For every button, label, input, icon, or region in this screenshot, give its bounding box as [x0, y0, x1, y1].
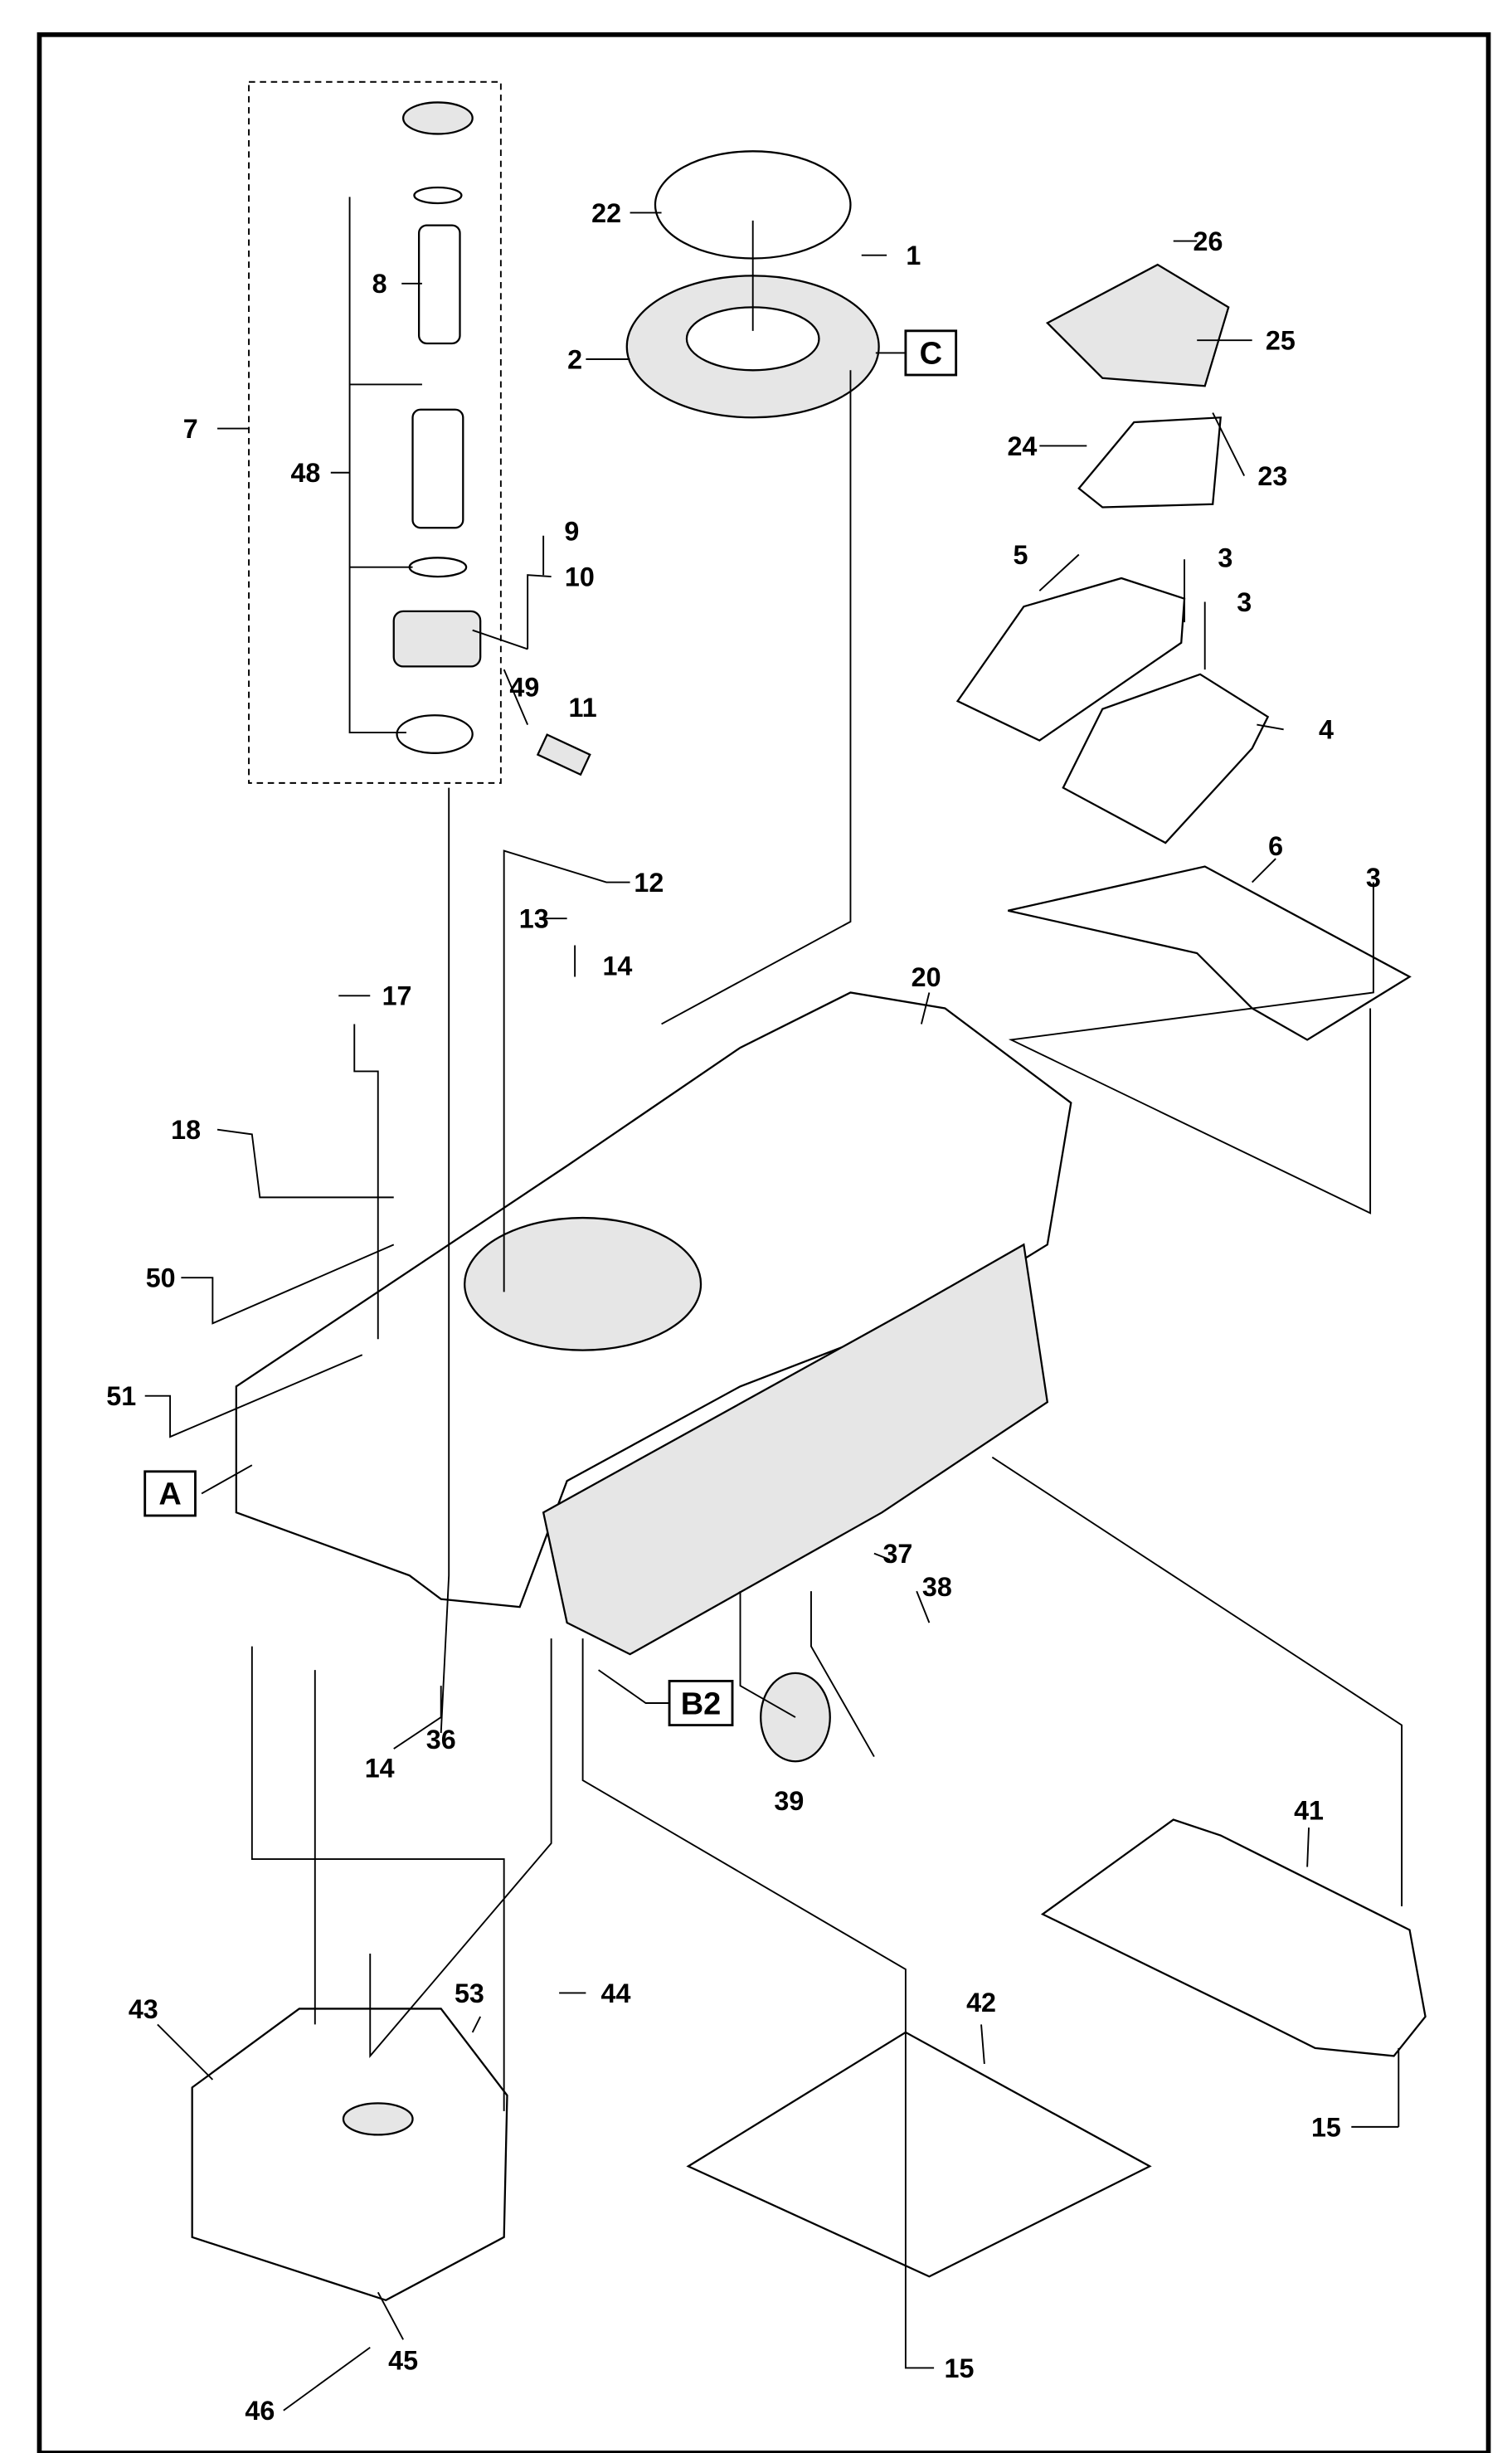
callout-14: 14	[602, 952, 632, 981]
plate-6	[1008, 865, 1412, 1041]
callout-42: 42	[966, 1988, 996, 2017]
callout-10: 10	[565, 562, 595, 591]
leader-lines	[144, 197, 1403, 2412]
view-marker-C: C	[920, 337, 942, 372]
frame-slew-opening	[464, 1216, 703, 1351]
filter-8	[417, 224, 461, 345]
callout-48: 48	[290, 458, 320, 488]
callout-14: 14	[365, 1753, 395, 1783]
callout-23: 23	[1257, 461, 1287, 491]
callout-18: 18	[171, 1115, 201, 1145]
fuel-pump-assembly-group-box	[248, 80, 502, 784]
view-marker-box	[668, 1679, 734, 1727]
callout-43: 43	[129, 1994, 158, 2024]
callout-36: 36	[426, 1725, 456, 1755]
callout-26: 26	[1194, 226, 1223, 256]
callout-22: 22	[591, 198, 621, 228]
callout-3: 3	[1237, 587, 1252, 617]
filter-element	[411, 408, 464, 529]
callout-44: 44	[601, 1978, 631, 2008]
sensor-11	[536, 733, 591, 776]
callout-3: 3	[1366, 863, 1381, 893]
callout-39: 39	[774, 1786, 804, 1816]
callout-15: 15	[1311, 2112, 1341, 2142]
o-ring-top	[413, 186, 463, 205]
view-marker-box	[904, 329, 958, 377]
side-beam	[542, 1243, 1049, 1656]
callout-9: 9	[564, 516, 579, 546]
callout-3: 3	[1218, 543, 1232, 573]
callout-51: 51	[106, 1381, 136, 1411]
cover-25	[1045, 263, 1230, 387]
callout-50: 50	[146, 1263, 176, 1293]
fuel-tank-45	[191, 2008, 508, 2302]
callout-49: 49	[509, 672, 539, 702]
callout-25: 25	[1266, 326, 1296, 356]
view-marker-B2: B2	[681, 1686, 722, 1721]
tank-opening	[342, 2102, 414, 2136]
callout-20: 20	[912, 962, 941, 992]
callout-5: 5	[1014, 540, 1028, 570]
pump-housing	[392, 610, 482, 668]
callout-8: 8	[372, 269, 387, 299]
callout-41: 41	[1294, 1796, 1324, 1826]
pump-cap	[401, 101, 474, 135]
mount-39	[760, 1672, 831, 1763]
gasket	[396, 714, 474, 754]
parts-shapes	[191, 101, 1427, 2302]
callout-7: 7	[183, 414, 198, 444]
plate-42	[686, 2031, 1152, 2278]
callout-17: 17	[382, 981, 412, 1011]
o-ring	[408, 557, 468, 578]
callout-37: 37	[882, 1539, 912, 1569]
callout-12: 12	[634, 868, 664, 898]
callout-4: 4	[1319, 715, 1334, 745]
callout-1: 1	[906, 241, 921, 270]
callout-46: 46	[245, 2396, 275, 2426]
callout-13: 13	[519, 904, 549, 934]
callout-6: 6	[1268, 831, 1283, 861]
view-markers: C A B2	[143, 329, 958, 1727]
plate-41	[1040, 1818, 1427, 2057]
plate-4	[1062, 673, 1270, 844]
callout-2: 2	[567, 344, 582, 374]
callout-11: 11	[569, 693, 597, 723]
callout-15: 15	[945, 2353, 975, 2383]
view-marker-box	[143, 1470, 197, 1517]
diagram-frame	[36, 32, 1491, 2453]
callout-53: 53	[455, 1978, 484, 2008]
callout-38: 38	[922, 1572, 952, 1602]
plate-23	[1077, 416, 1222, 509]
view-marker-A: A	[158, 1477, 181, 1512]
callout-45: 45	[388, 2345, 418, 2375]
callout-24: 24	[1007, 431, 1037, 461]
